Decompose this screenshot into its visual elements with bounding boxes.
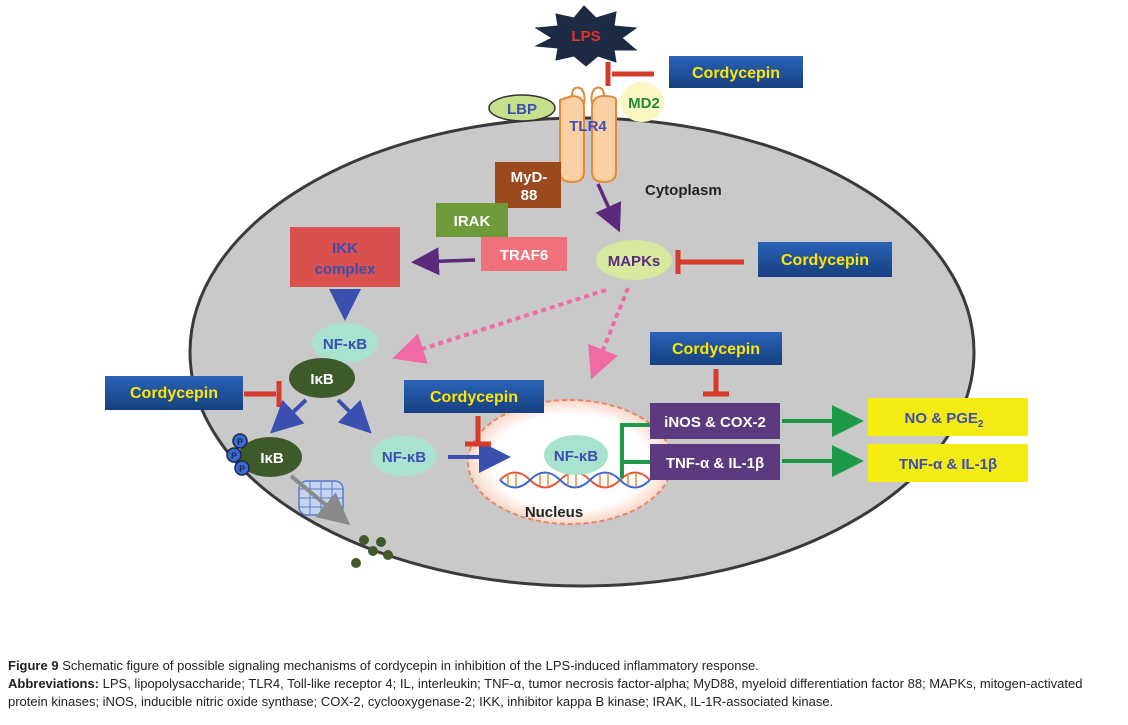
transcription-bracket xyxy=(620,423,650,478)
lps-starburst-icon xyxy=(534,5,638,67)
ikb-phos-label: IκB xyxy=(260,450,284,467)
phosphate-label: P xyxy=(231,451,237,461)
nfkb-free-label: NF-κB xyxy=(382,449,426,466)
ikb-bound-oval xyxy=(289,358,355,398)
figure-description: Schematic figure of possible signaling m… xyxy=(62,658,759,673)
cordycepin-label-top: Cordycepin xyxy=(692,65,780,82)
myd88-label-line1: MyD- xyxy=(511,169,548,186)
md2-label: MD2 xyxy=(628,95,660,112)
phosphate-label: P xyxy=(239,464,245,474)
caption-line: Figure 9 Schematic figure of possible si… xyxy=(8,657,1120,675)
arrow-tlr4-to-mapks xyxy=(595,183,622,233)
signaling-diagram: LPS TLR4 LBP MD2 Cordycepin MyD- 88 IRAK… xyxy=(105,5,1028,588)
arrow-degradation xyxy=(289,474,351,526)
nfkb-bound-label: NF-κB xyxy=(323,336,367,353)
gene-label-inos-cox2: iNOS & COX-2 xyxy=(664,414,766,431)
cordycepin-label-mapks: Cordycepin xyxy=(781,252,869,269)
degraded-fragments-icon xyxy=(351,535,393,568)
cytoplasm-label: Cytoplasm xyxy=(645,182,722,199)
gene-box-tnf-il1 xyxy=(650,444,780,480)
ikk-label-line1: IKK xyxy=(332,240,358,257)
cordycepin-label-genes: Cordycepin xyxy=(672,341,760,358)
irak-box xyxy=(436,203,508,237)
ikk-label-line2: complex xyxy=(315,261,377,278)
cordycepin-box-translocation xyxy=(404,380,544,413)
phosphate-label: P xyxy=(237,437,243,447)
cordycepin-box-mapks xyxy=(758,242,892,277)
arrow-to-ikb-phos xyxy=(270,398,308,434)
nfkb-nuclear-label: NF-κB xyxy=(554,448,598,465)
traf6-box xyxy=(481,237,567,271)
phosphate-icon xyxy=(234,460,250,476)
cordycepin-label-ikb: Cordycepin xyxy=(130,385,218,402)
product-box-no-pge xyxy=(868,398,1028,436)
tlr4-receptor-icon xyxy=(559,86,617,184)
abbreviations-heading: Abbreviations: xyxy=(8,676,100,691)
ikb-bound-label: IκB xyxy=(310,371,334,388)
dashed-arrow-mapks-to-nfkb xyxy=(392,288,607,364)
nucleus-label: Nucleus xyxy=(525,504,583,521)
cordycepin-box-top xyxy=(669,56,803,88)
figure-number: Figure 9 xyxy=(8,658,59,673)
figure-caption: Figure 9 Schematic figure of possible si… xyxy=(8,657,1120,711)
ikk-complex-box xyxy=(290,227,400,287)
md2-circle xyxy=(620,82,664,122)
abbreviations-text: LPS, lipopolysaccharide; TLR4, Toll-like… xyxy=(8,676,1083,709)
nfkb-free-oval xyxy=(371,436,437,476)
cordycepin-box-genes xyxy=(650,332,782,365)
arrow-to-nfkb-free xyxy=(336,398,372,434)
gene-label-tnf-il1: TNF-α & IL-1β xyxy=(666,455,764,472)
mapks-label: MAPKs xyxy=(608,253,661,270)
product-label-no-pge: NO & PGE2 xyxy=(905,410,984,430)
cordycepin-box-ikb xyxy=(105,376,243,410)
myd88-label-line2: 88 xyxy=(521,187,538,204)
tlr4-label: TLR4 xyxy=(569,118,607,135)
abbreviations-line: Abbreviations: LPS, lipopolysaccharide; … xyxy=(8,675,1120,711)
product-box-tnf-il1 xyxy=(868,444,1028,482)
irak-label: IRAK xyxy=(454,213,491,230)
lbp-label: LBP xyxy=(507,101,537,118)
nfkb-bound-oval xyxy=(312,323,378,363)
dashed-arrow-mapks-to-nucleus xyxy=(588,287,630,380)
ikb-phos-oval xyxy=(238,437,302,477)
nfkb-nuclear-oval xyxy=(544,435,608,475)
gene-box-inos-cox2 xyxy=(650,403,780,439)
product-label-tnf-il1: TNF-α & IL-1β xyxy=(899,456,997,473)
traf6-label: TRAF6 xyxy=(500,247,548,264)
myd88-box xyxy=(495,162,561,208)
phosphate-icon xyxy=(232,433,248,449)
arrow-traf6-to-ikk xyxy=(411,247,476,276)
phosphate-icons: P P P xyxy=(226,433,250,476)
phosphate-icon xyxy=(226,447,242,463)
lps-label: LPS xyxy=(571,28,600,45)
lbp-oval xyxy=(488,94,556,122)
mapks-oval xyxy=(596,240,672,280)
cordycepin-label-translocation: Cordycepin xyxy=(430,389,518,406)
